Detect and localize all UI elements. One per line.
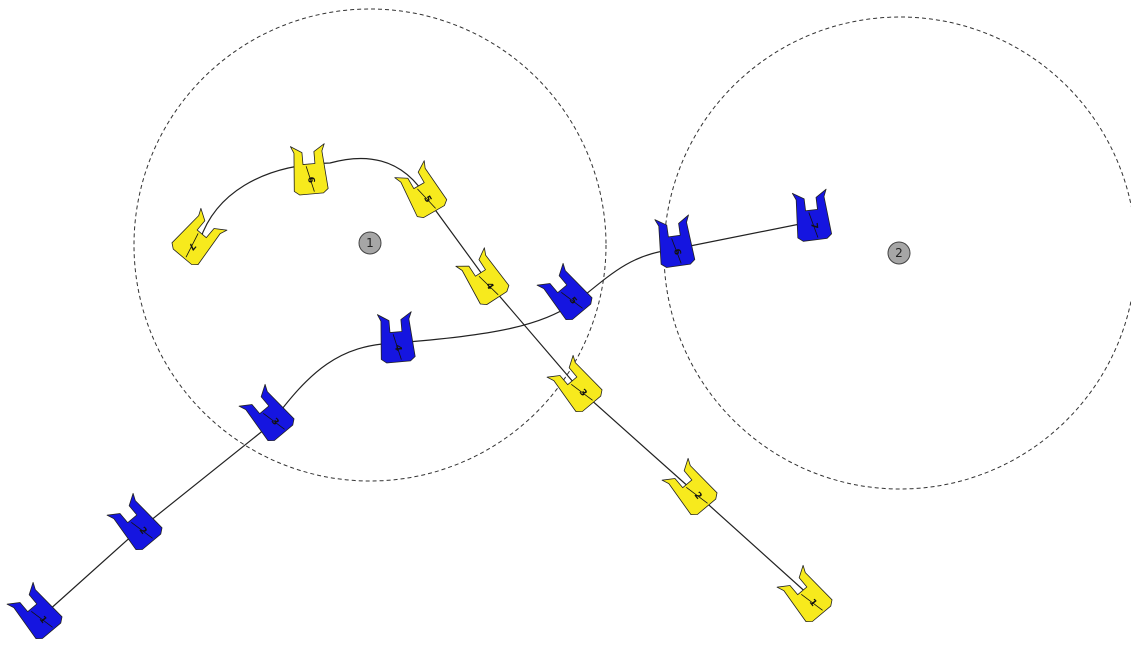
- yellow-craft-5: 5: [394, 160, 448, 218]
- markers-layer: 1 2: [358, 231, 911, 265]
- blue-craft-3: 3: [238, 383, 295, 442]
- paths-layer: [37, 157, 821, 621]
- blue-path: [37, 219, 821, 621]
- blue-craft-5: 5: [536, 262, 593, 321]
- yellow-craft-4-spine: [478, 275, 499, 296]
- blue-craft-6-hull: [654, 214, 696, 268]
- yellow-craft-6-spine: [305, 166, 315, 192]
- blue-craft-1-number: 1: [37, 614, 49, 625]
- blue-craft-1-hull: [6, 581, 63, 640]
- blue-craft-7: 7: [791, 188, 832, 242]
- zones-layer: [133, 8, 1131, 490]
- blue-craft-2: 2: [106, 492, 163, 551]
- zone-1-label: 1: [366, 236, 374, 250]
- zone-2-marker: 2: [887, 241, 911, 265]
- yellow-path: [199, 157, 821, 606]
- yellow-craft-1-spine: [801, 593, 823, 611]
- blue-craft-3-spine: [263, 412, 285, 430]
- blue-craft-4-hull: [376, 311, 416, 364]
- blue-craft-4-spine: [392, 334, 402, 360]
- blue-craft-5-hull: [536, 262, 593, 321]
- yellow-craft-3: 3: [546, 354, 603, 413]
- yellow-craft-6: 6: [289, 143, 329, 196]
- yellow-craft-5-hull: [394, 160, 448, 218]
- blue-craft-7-number: 7: [808, 222, 819, 229]
- yellow-craft-2-hull: [661, 457, 718, 516]
- blue-craft-5-number: 5: [567, 295, 579, 306]
- yellow-craft-1-number: 1: [807, 597, 819, 608]
- yellow-craft-3-number: 3: [577, 387, 589, 398]
- blue-craft-2-number: 2: [137, 525, 149, 536]
- yellow-craft-1: 1: [776, 564, 833, 623]
- blue-craft-3-hull: [238, 383, 295, 442]
- zone-1-circle: [133, 8, 607, 482]
- blue-craft-2-spine: [131, 521, 153, 539]
- blue-craft-1: 1: [6, 581, 63, 640]
- yellow-craft-4: 4: [455, 247, 510, 306]
- yellow-craft-7-spine: [185, 233, 199, 258]
- yellow-craft-3-spine: [571, 383, 593, 401]
- blue-craft-1-spine: [31, 610, 53, 628]
- zone-2-label: 2: [895, 246, 903, 260]
- yellow-craft-5-spine: [417, 188, 436, 209]
- craft-layer: 1 2 3 4 5 6 7 1 2 3 4 5 6 7: [6, 143, 833, 640]
- blue-craft-4: 4: [376, 311, 416, 364]
- blue-craft-6-spine: [671, 238, 682, 264]
- yellow-craft-7-hull: [171, 207, 228, 266]
- yellow-craft-2-spine: [686, 486, 708, 504]
- yellow-craft-4-number: 4: [483, 281, 495, 292]
- yellow-craft-4-hull: [455, 247, 510, 306]
- zone-1-marker: 1: [358, 231, 382, 255]
- blue-craft-7-hull: [791, 188, 832, 242]
- yellow-craft-7: 7: [171, 207, 228, 266]
- yellow-craft-6-number: 6: [305, 176, 316, 183]
- yellow-craft-3-hull: [546, 354, 603, 413]
- blue-craft-6-number: 6: [671, 248, 682, 256]
- blue-craft-2-hull: [106, 492, 163, 551]
- yellow-craft-2: 2: [661, 457, 718, 516]
- blue-craft-6: 6: [654, 214, 696, 268]
- blue-craft-3-number: 3: [269, 416, 281, 427]
- blue-craft-5-spine: [561, 291, 583, 309]
- blue-craft-7-spine: [808, 212, 819, 238]
- yellow-craft-6-hull: [289, 143, 329, 196]
- blue-craft-4-number: 4: [392, 344, 403, 351]
- yellow-craft-5-number: 5: [421, 194, 433, 204]
- yellow-craft-7-number: 7: [186, 240, 198, 251]
- yellow-craft-2-number: 2: [692, 490, 704, 501]
